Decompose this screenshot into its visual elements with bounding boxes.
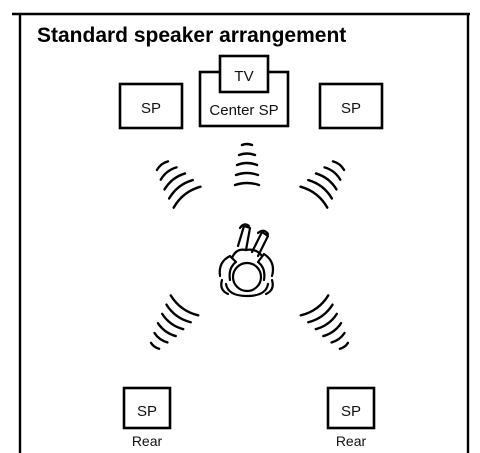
speaker-front-right: SP [318,82,384,130]
tv-label: TV [234,68,253,85]
diagram-frame [12,12,470,453]
speaker-front-left-label: SP [141,100,161,117]
speaker-rear-left-caption: Rear [132,433,163,449]
sound-wave-icon [299,160,346,209]
center-speaker-label: Center SP [209,102,278,119]
speaker-front-right-label: SP [341,100,361,117]
listener-icon [218,223,275,298]
speaker-rear-right-caption: Rear [336,433,367,449]
sound-wave-icon [299,294,350,350]
diagram-title: Standard speaker arrangement [37,24,346,47]
speaker-rear-right-label: SP [341,403,361,420]
speaker-front-left: SP [118,82,184,130]
speaker-rear-left-label: SP [137,403,157,420]
sound-wave-icon [233,142,261,187]
sound-wave-icon [149,294,200,350]
speaker-center: TV Center SP [198,54,290,128]
sound-wave-icon [155,160,202,209]
speaker-rear-right: SP Rear [326,386,376,449]
speaker-rear-left: SP Rear [122,386,172,449]
